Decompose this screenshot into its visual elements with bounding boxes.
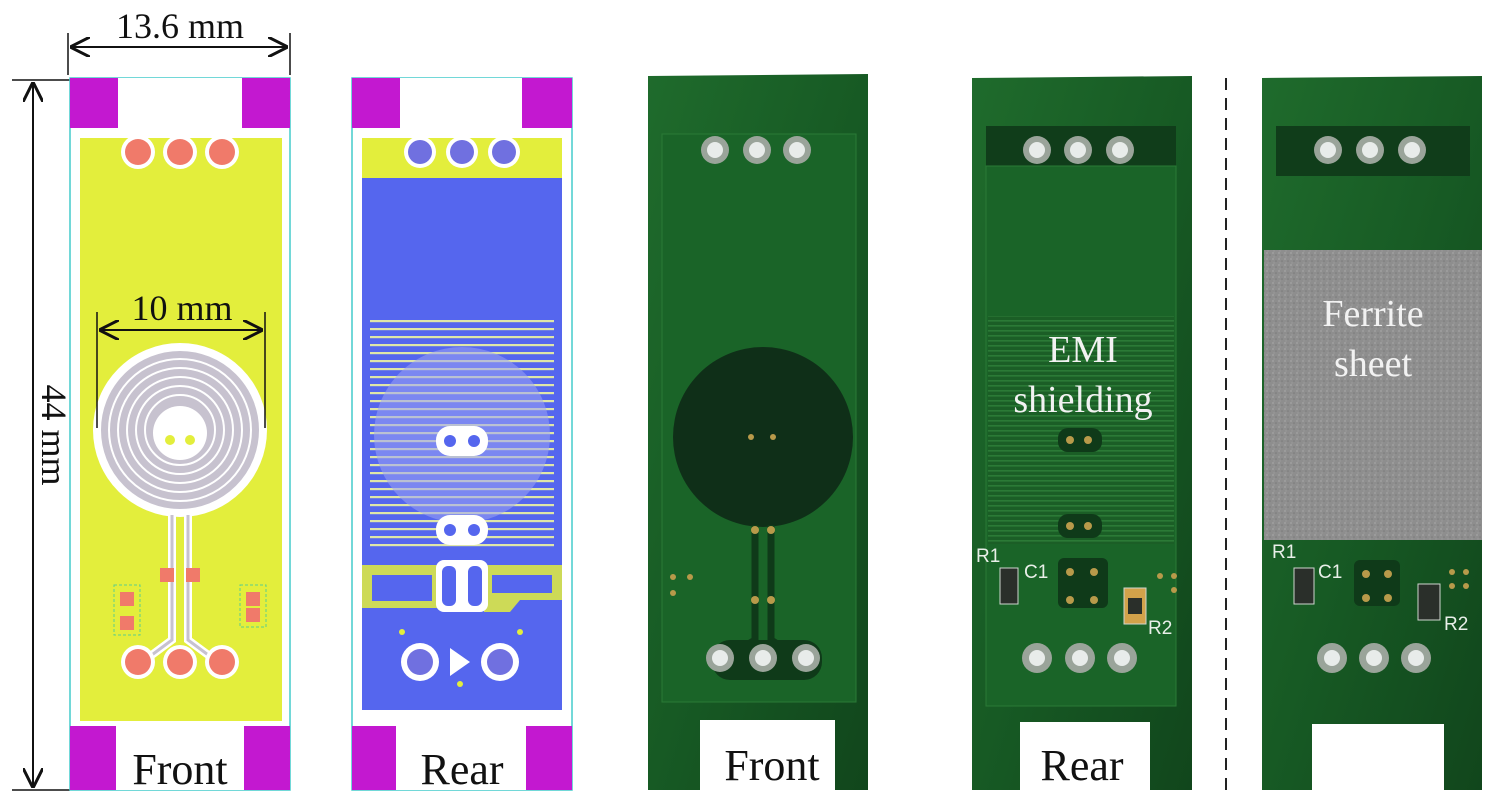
layout-rear-panel: Rear <box>351 77 573 794</box>
silkscreen-r1: R1 <box>976 546 1000 567</box>
front-layout-caption: Front <box>132 745 227 794</box>
components <box>999 558 1177 625</box>
photo-front-panel: Front <box>648 74 868 790</box>
top-connector-pads <box>121 135 239 169</box>
magenta-pad <box>70 726 116 790</box>
coil-dimension-label: 10 mm <box>131 288 232 328</box>
photo-rear-panel: EMI shielding R1 C1 R2 Rear <box>972 76 1192 790</box>
layout-front-panel: 10 mm Front <box>69 77 291 794</box>
ferrite-sheet-label-line1: Ferrite <box>1322 293 1423 335</box>
magenta-pad <box>526 726 572 790</box>
photo-ferrite-panel: Ferrite sheet R1 C1 R2 <box>1262 76 1482 790</box>
emi-shielding-label-line2: shielding <box>1013 379 1152 421</box>
silkscreen-c1: C1 <box>1024 562 1048 583</box>
dimension-annotations: 13.6 mm 44 mm <box>12 6 291 791</box>
ferrite-sheet-label-line2: sheet <box>1334 343 1413 385</box>
top-connector-pads <box>404 136 520 168</box>
silkscreen-c1: C1 <box>1318 562 1342 583</box>
bottom-connector-holes <box>1022 643 1137 673</box>
rear-photo-caption: Rear <box>1040 741 1123 790</box>
via-pairs <box>436 426 488 612</box>
silkscreen-r1: R1 <box>1272 542 1296 563</box>
bottom-connector-pads <box>399 629 523 687</box>
bottom-connector-pads <box>121 645 239 679</box>
emi-shielding-label-line1: EMI <box>1048 329 1118 371</box>
magenta-pad <box>352 726 396 790</box>
magenta-pad <box>70 78 118 128</box>
top-connector-holes <box>701 136 811 164</box>
bottom-connector-holes <box>1317 643 1431 673</box>
front-photo-caption: Front <box>724 741 819 790</box>
magenta-pad <box>522 78 572 128</box>
magenta-pad <box>352 78 400 128</box>
top-connector-holes <box>1023 136 1134 164</box>
ground-plane <box>362 178 562 318</box>
coil-area <box>673 347 853 527</box>
magenta-pad <box>242 78 290 128</box>
height-dimension-label: 44 mm <box>34 384 74 485</box>
silkscreen-r2: R2 <box>1444 614 1468 635</box>
spiral-coil <box>93 343 267 517</box>
components <box>1293 560 1469 621</box>
smd-pads <box>113 568 267 636</box>
top-connector-holes <box>1314 136 1426 164</box>
magenta-pad <box>244 726 290 790</box>
bottom-connector-holes <box>706 640 822 680</box>
ferrite-sheet <box>1264 250 1482 540</box>
width-dimension-label: 13.6 mm <box>116 6 244 46</box>
rear-layout-caption: Rear <box>420 745 503 794</box>
silkscreen-r2: R2 <box>1148 618 1172 639</box>
